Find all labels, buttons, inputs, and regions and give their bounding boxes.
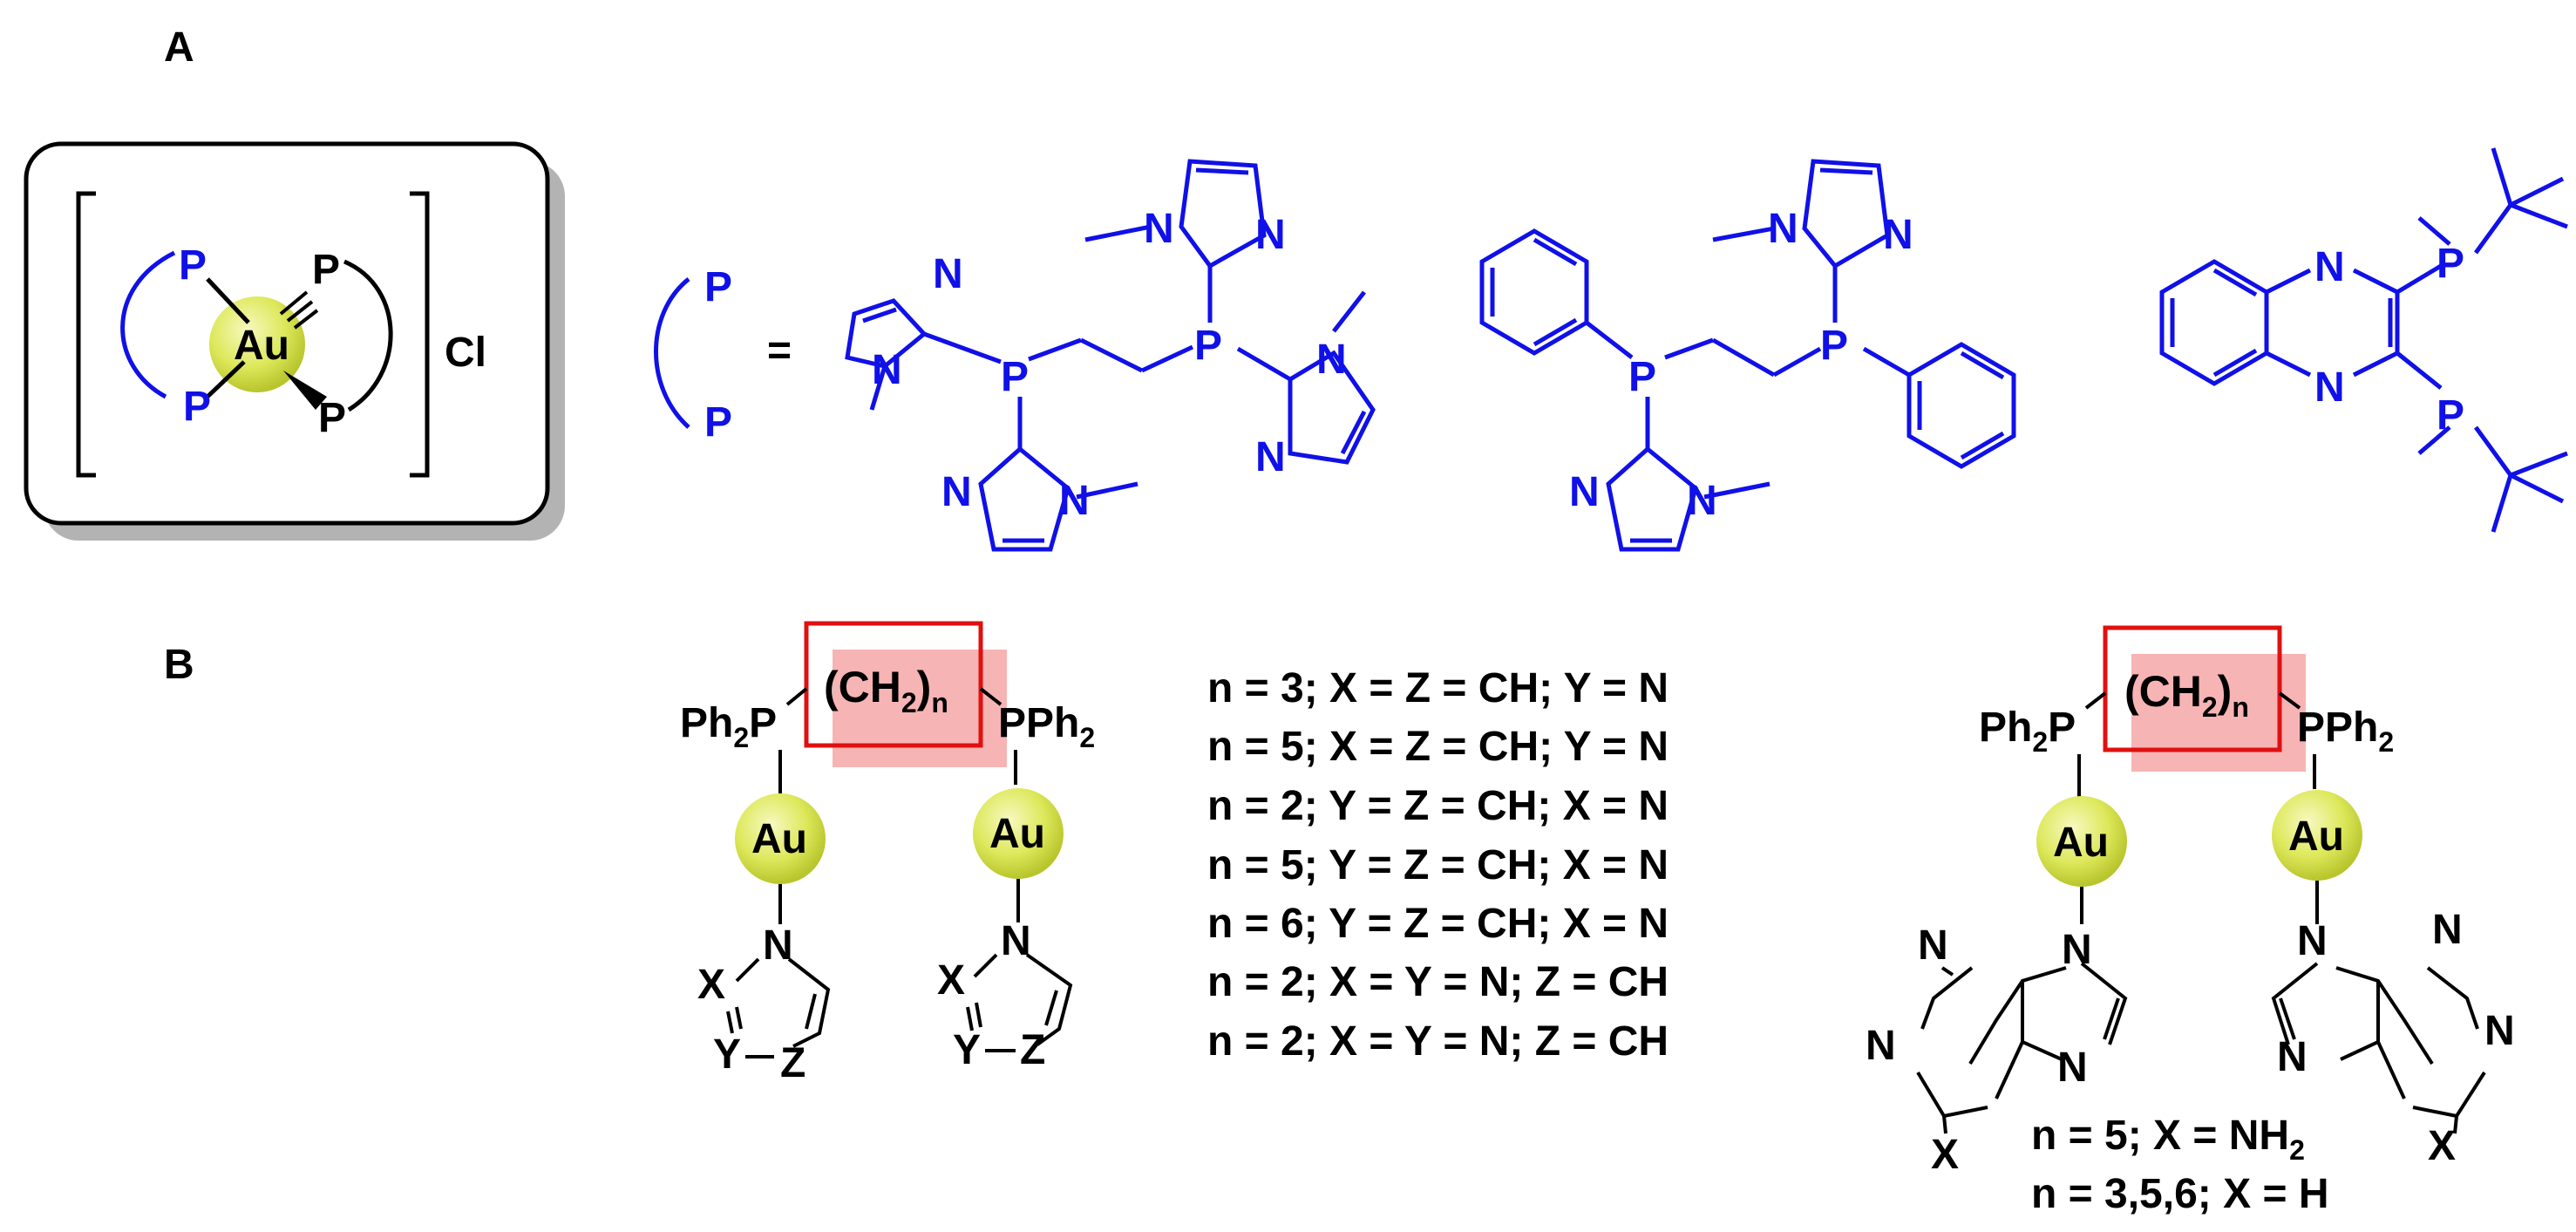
gold-sphere-right-2 — [2272, 790, 2362, 881]
gold-atom-sphere — [209, 296, 305, 392]
lig1-p2: P — [1194, 323, 1222, 369]
lig3-n1: N — [2314, 244, 2345, 290]
linker-left: (CH2)n — [824, 663, 948, 718]
purine-condition-2: n = 3,5,6; X = H — [2031, 1171, 2328, 1217]
azole-right-z: Z — [1020, 1027, 1045, 1073]
legend-p-top: P — [704, 264, 732, 310]
ligand-quinoxaline — [2159, 147, 2568, 533]
purine-left-n7: N — [2057, 1045, 2088, 1091]
lig2-n1: N — [1569, 469, 1600, 515]
complex-au: Au — [234, 323, 289, 369]
equals-sign: = — [767, 328, 792, 374]
au-left-1: Au — [751, 816, 807, 862]
ligand-tetra-imidazolyl — [845, 159, 1376, 552]
azole-left-z: Z — [780, 1040, 805, 1086]
azole-left-n: N — [763, 922, 793, 969]
ligand-tetra-imidazolyl-atoms: N N P N N P N N N N — [872, 206, 1347, 524]
purine-left-n3: N — [1866, 1023, 1896, 1069]
complex-p4: P — [318, 395, 346, 441]
chelate-legend: P P = — [654, 264, 792, 446]
lig2-n2: N — [1687, 478, 1717, 524]
purine-left-n9: N — [2062, 927, 2092, 973]
right-ph2p: Ph2P — [1979, 704, 2076, 758]
lig1-n7: N — [1316, 337, 1347, 383]
lig1-n2: N — [872, 347, 902, 393]
legend-p-bottom: P — [704, 399, 732, 446]
gold-complex-box: P P P P Au Cl — [24, 141, 565, 541]
lig1-n3: N — [941, 469, 972, 515]
complex-p2: P — [183, 384, 211, 430]
counterion-cl: Cl — [445, 330, 486, 376]
azole-right-n: N — [1001, 918, 1031, 964]
purine-right-x: X — [2428, 1123, 2456, 1169]
lig1-n8: N — [1255, 434, 1286, 480]
condition-line: n = 2; Y = Z = CH; X = N — [1207, 783, 1669, 829]
lig2-p2: P — [1820, 323, 1848, 369]
lig2-p1: P — [1628, 354, 1656, 400]
panel-a-label: A — [164, 24, 194, 71]
lig2-n4: N — [1883, 212, 1913, 258]
lig1-n4: N — [1059, 478, 1090, 524]
purine-left-x: X — [1931, 1132, 1959, 1178]
lig1-p1: P — [1001, 354, 1029, 400]
lig2-n3: N — [1768, 206, 1798, 252]
azole-right-x: X — [937, 957, 965, 1004]
lig3-n2: N — [2314, 364, 2345, 411]
azole-left-y: Y — [713, 1031, 741, 1078]
purine-right-n9: N — [2297, 918, 2328, 964]
ligand-phenyl-imidazolyl — [1479, 159, 2016, 552]
azole-left-x: X — [697, 962, 725, 1008]
gold-sphere-left-2 — [973, 788, 1064, 879]
purine-complex: (CH2)n Ph2P PPh2 Au Au N N N N X — [1866, 625, 2515, 1217]
complex-p3: P — [312, 247, 340, 293]
condition-line: n = 2; X = Y = N; Z = CH — [1207, 959, 1669, 1005]
conditions-list: n = 3; X = Z = CH; Y = N n = 5; X = Z = … — [1207, 665, 1669, 1065]
purine-right-n3: N — [2484, 1008, 2515, 1054]
au-left-2: Au — [989, 811, 1045, 857]
ligand-quinoxaline-atoms: N N P P — [2314, 241, 2464, 439]
panel-b-label: B — [164, 642, 194, 688]
au-right-1: Au — [2053, 820, 2109, 866]
linker-right: (CH2)n — [2124, 667, 2249, 723]
au-right-2: Au — [2288, 813, 2344, 860]
gold-sphere-left-1 — [735, 793, 826, 884]
azole-right-y: Y — [953, 1027, 981, 1073]
lig1-n1: N — [933, 251, 963, 297]
condition-line: n = 3; X = Z = CH; Y = N — [1207, 665, 1669, 711]
purine-right-n7: N — [2277, 1034, 2308, 1080]
azole-complex: (CH2)n Ph2P PPh2 Au Au N X Y Z N X Y Z — [680, 621, 1095, 1086]
condition-line: n = 2; X = Y = N; Z = CH — [1207, 1018, 1669, 1065]
purine-left-n1: N — [1918, 922, 1948, 969]
purine-right-n1: N — [2432, 907, 2463, 953]
lig3-p1: P — [2437, 241, 2464, 287]
right-pph2: PPh2 — [2297, 704, 2394, 758]
gold-sphere-right-1 — [2036, 796, 2127, 887]
lig1-n6: N — [1255, 212, 1286, 258]
purine-condition-1: n = 5; X = NH2 — [2031, 1113, 2305, 1166]
condition-line: n = 5; Y = Z = CH; X = N — [1207, 842, 1669, 888]
condition-line: n = 5; X = Z = CH; Y = N — [1207, 724, 1669, 770]
condition-line: n = 6; Y = Z = CH; X = N — [1207, 901, 1669, 947]
complex-p1: P — [179, 242, 207, 289]
left-pph2: PPh2 — [998, 700, 1095, 753]
lig1-n5: N — [1144, 206, 1174, 252]
ligand-phenyl-imidazolyl-atoms: P N N P N N — [1569, 206, 1913, 524]
left-ph2p: Ph2P — [680, 700, 777, 753]
lig3-p2: P — [2437, 392, 2464, 439]
